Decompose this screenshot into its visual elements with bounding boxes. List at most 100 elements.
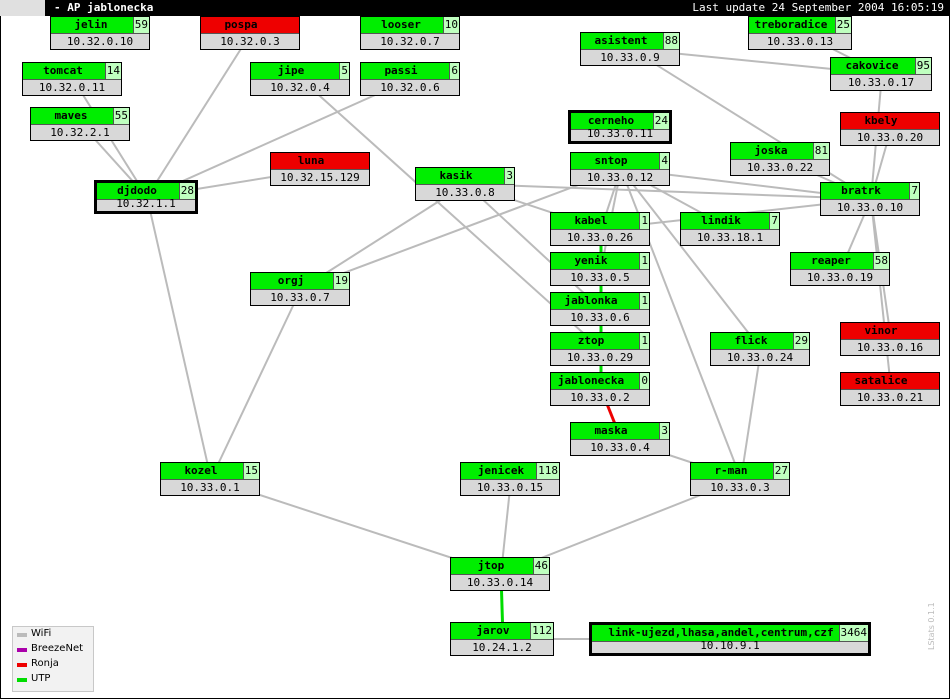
legend-item-breezenet: BreezeNet: [13, 642, 93, 657]
node-ip: 10.33.0.15: [476, 481, 544, 494]
node-ip: 10.33.0.16: [856, 341, 924, 354]
legend-swatch: [17, 648, 27, 652]
node-ip: 10.33.0.11: [586, 127, 654, 140]
node-name: kabel: [574, 214, 608, 227]
node-name: sntop: [594, 154, 628, 167]
node-name: tomcat: [43, 64, 83, 77]
link-orgj-kozel: [210, 288, 302, 480]
link-kasik-bratrk: [465, 183, 872, 200]
node-name: cerneho: [587, 114, 635, 127]
link-sntop-orgj: [300, 168, 622, 290]
node-name: jenicek: [477, 464, 525, 477]
node-ip: 10.33.0.17: [847, 76, 915, 89]
node-ip: 10.33.0.5: [570, 271, 630, 284]
page-title: - AP jablonecka: [54, 1, 154, 14]
node-name: pospa: [224, 18, 258, 31]
credit-text: LStats 0.1.1: [927, 602, 936, 650]
link-asistent-bratrk: [630, 48, 872, 200]
node-ip: 10.33.0.9: [600, 51, 660, 64]
node-name: kozel: [184, 464, 218, 477]
node-ip: 10.33.0.14: [466, 576, 534, 589]
node-ip: 10.10.9.1: [700, 639, 760, 652]
node-name: looser: [381, 18, 421, 31]
node-name: maves: [54, 109, 88, 122]
client-count-badge: 7: [769, 213, 779, 229]
legend-label: WiFi: [31, 628, 52, 639]
client-count-badge: 14: [104, 63, 121, 79]
client-count-badge: 58: [872, 253, 889, 269]
link-flick-rman: [740, 348, 762, 480]
legend-swatch: [17, 663, 27, 667]
title-bar: - AP jablonecka Last update 24 September…: [0, 0, 950, 16]
node-name: kbely: [864, 114, 898, 127]
node-ip: 10.33.0.19: [806, 271, 874, 284]
node-name: satalice: [854, 374, 908, 387]
client-count-badge: 3: [659, 423, 669, 439]
client-count-badge: 6: [449, 63, 459, 79]
client-count-badge: 55: [112, 108, 129, 124]
node-ip: 10.33.0.22: [746, 161, 814, 174]
legend-item-wifi: WiFi: [13, 627, 93, 642]
client-count-badge: 1: [639, 293, 649, 309]
link-djdodo-kozel: [146, 196, 212, 480]
link-djdodo-passi: [146, 78, 412, 198]
node-name: luna: [297, 154, 325, 167]
legend-item-utp: UTP: [13, 672, 93, 687]
node-name: link-ujezd,lhasa,andel,centrum,czf: [608, 626, 834, 639]
node-ip: 10.32.1.1: [116, 197, 176, 210]
client-count-badge: 25: [834, 17, 851, 33]
legend-item-ronja: Ronja: [13, 657, 93, 672]
client-count-badge: 112: [530, 623, 553, 639]
